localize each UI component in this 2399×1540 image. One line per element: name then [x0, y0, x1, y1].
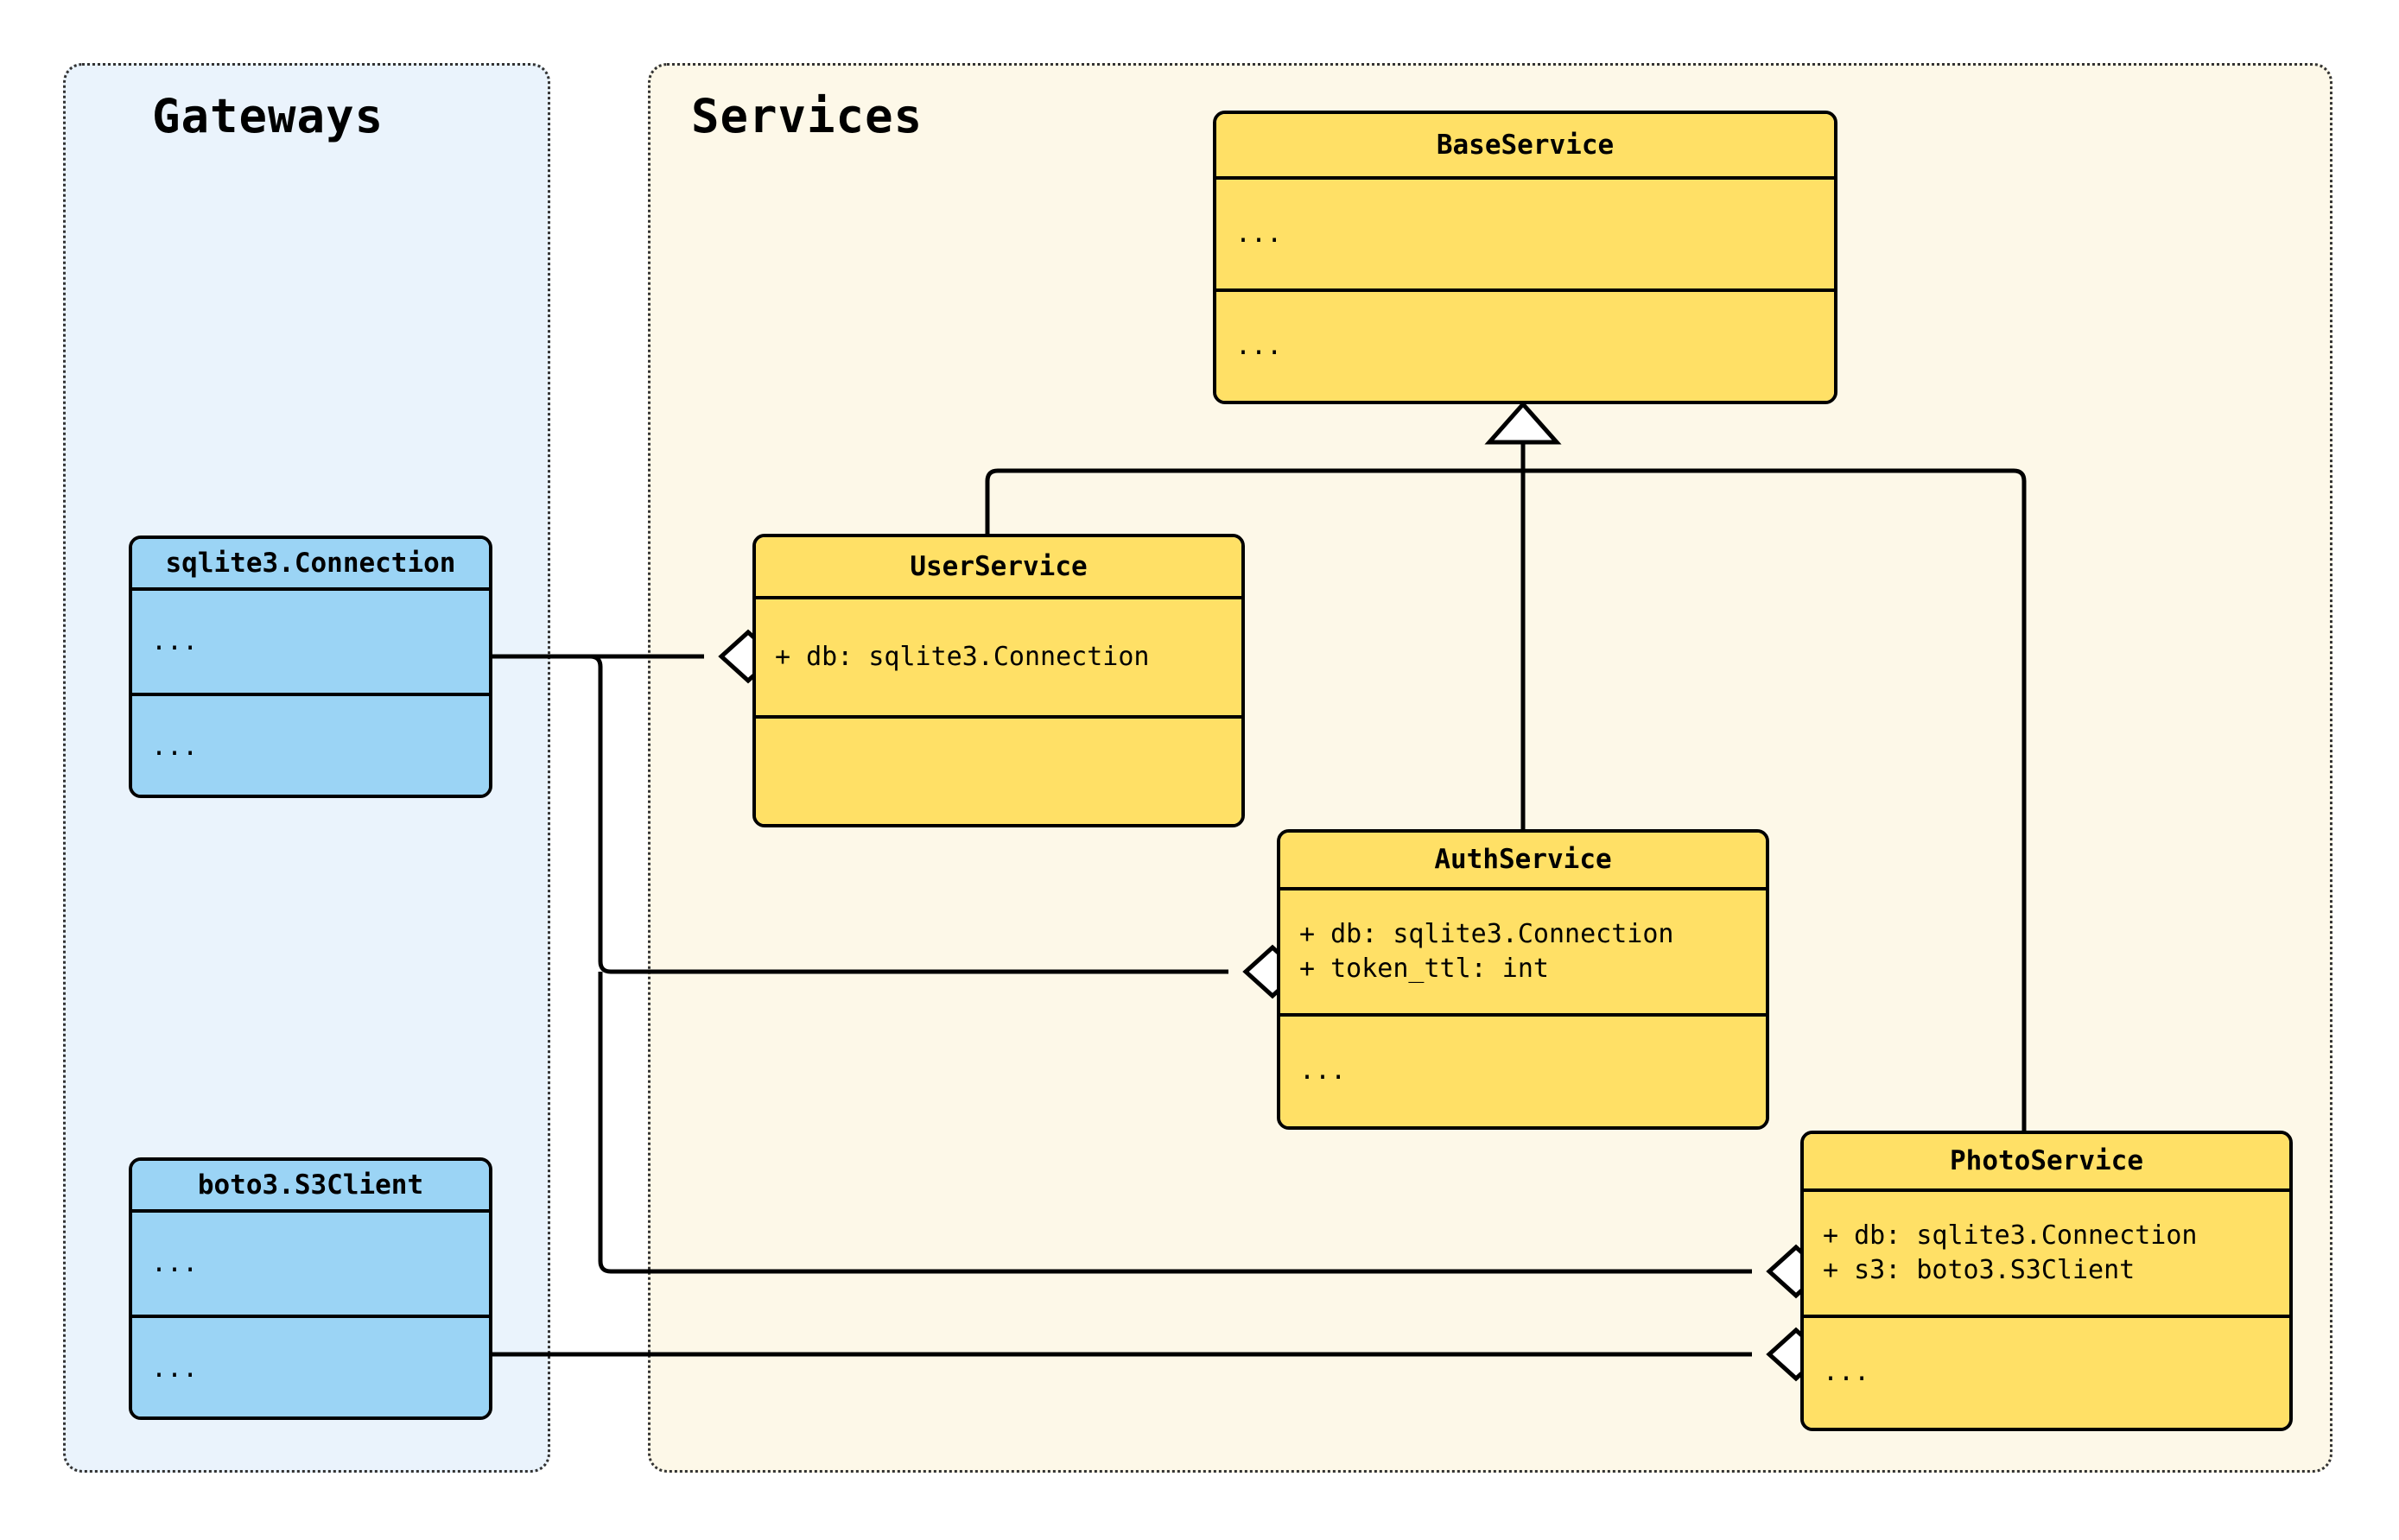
attribute-item: ...	[151, 1247, 199, 1278]
class-attributes-base-service: ...	[1216, 180, 1834, 292]
class-box-user-service[interactable]: UserService + db: sqlite3.Connection	[752, 534, 1245, 827]
method-item: ...	[1823, 1357, 1870, 1388]
class-box-auth-service[interactable]: AuthService + db: sqlite3.Connection + t…	[1277, 829, 1769, 1130]
class-name-auth-service: AuthService	[1280, 833, 1766, 890]
class-box-photo-service[interactable]: PhotoService + db: sqlite3.Connection + …	[1800, 1131, 2293, 1431]
class-name-boto3-s3client: boto3.S3Client	[132, 1161, 489, 1213]
class-methods-auth-service: ...	[1280, 1017, 1766, 1126]
package-gateways-title: Gateways	[152, 89, 384, 143]
class-attributes-auth-service: + db: sqlite3.Connection + token_ttl: in…	[1280, 890, 1766, 1017]
class-name-photo-service: PhotoService	[1804, 1134, 2289, 1192]
class-name-user-service: UserService	[756, 537, 1241, 599]
attribute-item: + s3: boto3.S3Client	[1823, 1255, 2136, 1285]
method-item: ...	[151, 1353, 199, 1384]
class-attributes-boto3-s3client: ...	[132, 1213, 489, 1318]
class-methods-boto3-s3client: ...	[132, 1318, 489, 1416]
attribute-item: ...	[1235, 218, 1283, 249]
attribute-item: + db: sqlite3.Connection	[1299, 918, 1674, 949]
class-attributes-user-service: + db: sqlite3.Connection	[756, 599, 1241, 719]
class-methods-photo-service: ...	[1804, 1318, 2289, 1428]
class-box-sqlite3-connection[interactable]: sqlite3.Connection ... ...	[129, 536, 492, 798]
method-item: ...	[151, 731, 199, 762]
class-name-sqlite3-connection: sqlite3.Connection	[132, 539, 489, 591]
class-box-boto3-s3client[interactable]: boto3.S3Client ... ...	[129, 1157, 492, 1420]
method-item: ...	[1235, 330, 1283, 361]
attribute-item: + db: sqlite3.Connection	[775, 641, 1150, 672]
class-methods-sqlite3-connection: ...	[132, 696, 489, 795]
class-attributes-sqlite3-connection: ...	[132, 591, 489, 696]
method-item: ...	[1299, 1055, 1347, 1087]
class-methods-base-service: ...	[1216, 292, 1834, 401]
attribute-item: ...	[151, 625, 199, 656]
attribute-item: + db: sqlite3.Connection	[1823, 1220, 2198, 1251]
class-attributes-photo-service: + db: sqlite3.Connection + s3: boto3.S3C…	[1804, 1192, 2289, 1318]
class-methods-user-service	[756, 719, 1241, 824]
class-box-base-service[interactable]: BaseService ... ...	[1213, 111, 1837, 404]
class-name-base-service: BaseService	[1216, 114, 1834, 180]
package-services-title: Services	[691, 89, 923, 143]
attribute-item: + token_ttl: int	[1299, 954, 1549, 984]
